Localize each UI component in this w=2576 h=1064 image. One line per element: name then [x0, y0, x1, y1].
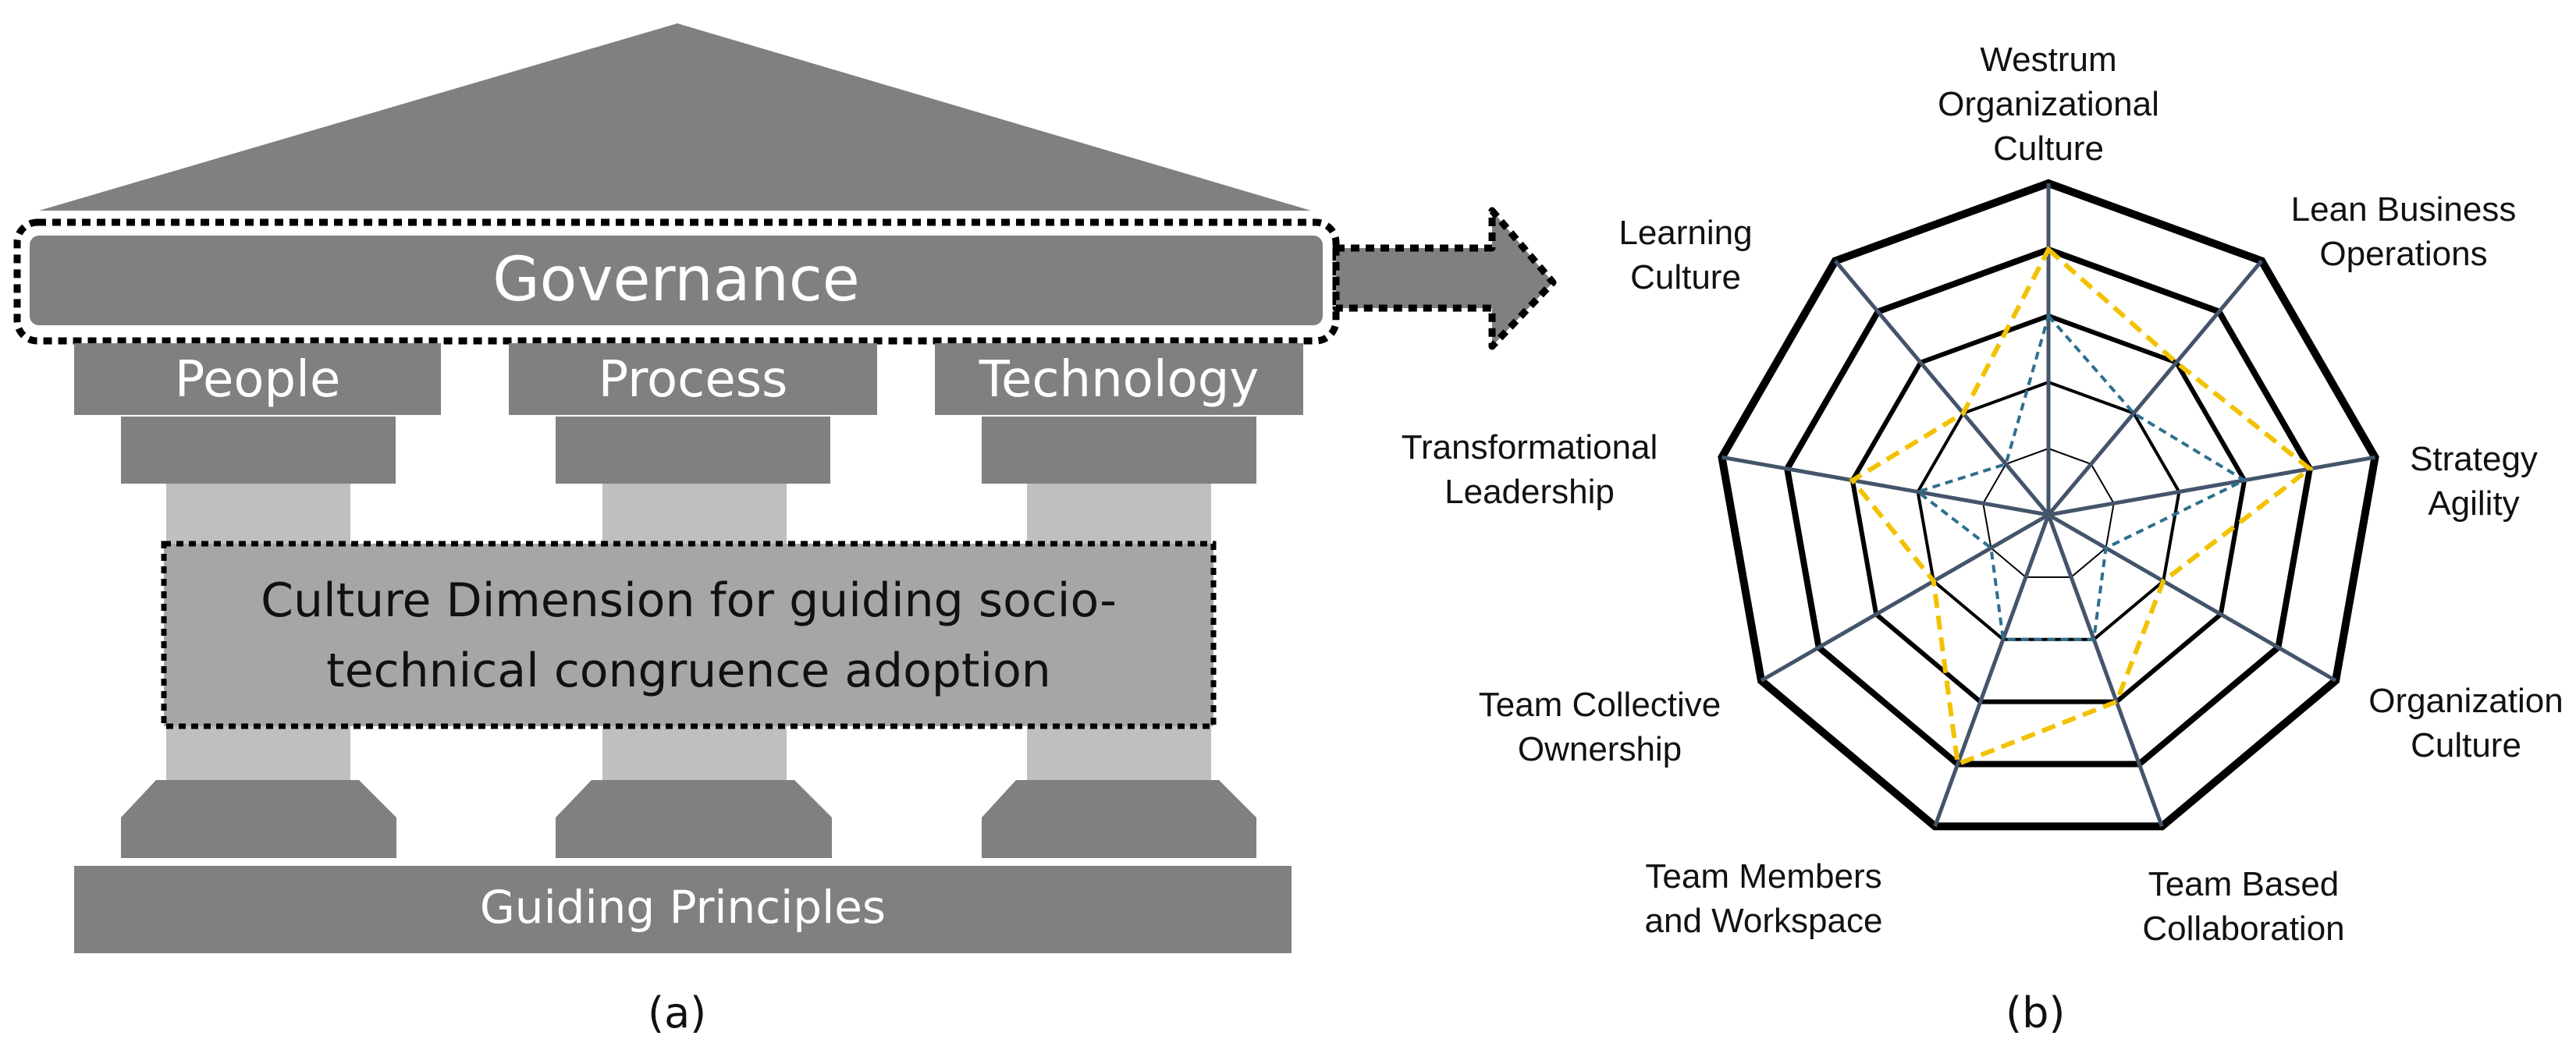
pillar-label-people: People: [174, 351, 341, 409]
radar-spoke-6: [1933, 514, 2051, 828]
pillar-label-technology: Technology: [979, 351, 1260, 409]
pillar-capital-people: [74, 343, 441, 415]
pillar-capital-technology: [935, 343, 1303, 415]
axis-label-2-line-2: Operations: [2319, 235, 2488, 274]
radar-ring-1: [1982, 447, 2115, 578]
axis-label-7-line-1: Team Collective: [1478, 686, 1721, 724]
axis-label-4-line-2: Culture: [2411, 726, 2521, 765]
pillar-block-people: [121, 417, 396, 484]
axis-label-8-line-1: Transformational: [1401, 428, 1658, 466]
culture-text-line1: Culture Dimension for guiding socio-: [261, 573, 1117, 628]
foundation-bar: [74, 866, 1292, 953]
axis-label-7-line-2: Ownership: [1517, 730, 1682, 769]
governance-arrow: [1332, 207, 1557, 350]
axis-label-9-line-1: Learning: [1618, 214, 1753, 252]
caption-b: (b): [2006, 988, 2066, 1037]
pillar-base-technology: [982, 780, 1256, 858]
pillar-capital-process: [509, 343, 877, 415]
radar-series-2: [1914, 312, 2248, 641]
axis-label-3-line-2: Agility: [2428, 484, 2520, 523]
radar-ring-5: [1718, 179, 2379, 831]
pillar-block-technology: [982, 417, 1256, 484]
axis-label-3-line-1: Strategy: [2410, 440, 2538, 478]
governance-temple-diagram: Governance People Process Technology Cul…: [13, 23, 1557, 1037]
radar-spoke-8: [1721, 455, 2049, 517]
axis-label-1-line-2: Organizational: [1938, 85, 2159, 124]
culture-box: [161, 541, 1217, 729]
axis-label-6: Team Members and Workspace: [1619, 854, 1908, 943]
axis-label-6-line-2: and Workspace: [1644, 902, 1883, 941]
axis-label-1-line-1: Westrum: [1980, 41, 2117, 79]
axis-label-5-line-1: Team Based: [2148, 865, 2340, 903]
pillar-base-people: [121, 780, 396, 858]
radar-spoke-9: [1833, 259, 2050, 516]
axis-label-8-line-2: Leadership: [1444, 473, 1615, 512]
governance-label: Governance: [492, 245, 860, 315]
foundation-label: Guiding Principles: [479, 881, 886, 934]
radar-spoke-5: [2046, 514, 2164, 828]
pillar-block-process: [556, 417, 830, 484]
caption-a: (a): [648, 988, 707, 1037]
radar-spoke-2: [2047, 259, 2264, 516]
axis-label-4-line-1: Organization: [2368, 682, 2564, 720]
radar-spoke-7: [1760, 512, 2050, 683]
radar-spoke-4: [2047, 512, 2337, 683]
pillar-base-process: [556, 780, 832, 858]
radar-ring-3: [1849, 313, 2247, 704]
governance-dotted-frame: [13, 218, 1340, 345]
axis-label-9-line-2: Culture: [1630, 258, 1741, 297]
governance-bar: [30, 236, 1323, 325]
pillar-label-process: Process: [598, 351, 788, 409]
radar-series-1: [1849, 246, 2314, 768]
temple-graphic: [13, 23, 1557, 953]
axis-label-5-line-2: Collaboration: [2142, 910, 2345, 949]
axis-label-1-line-3: Culture: [1993, 129, 2104, 168]
radar-ring-4: [1784, 246, 2313, 768]
culture-text-line2: technical congruence adoption: [326, 644, 1051, 698]
radar-graphic: [1718, 179, 2379, 831]
axis-label-2-line-1: Lean Business: [2290, 190, 2517, 229]
axis-label-6-line-1: Team Members: [1645, 857, 1882, 896]
radar-spoke-3: [2048, 455, 2375, 517]
temple-roof: [39, 23, 1311, 211]
